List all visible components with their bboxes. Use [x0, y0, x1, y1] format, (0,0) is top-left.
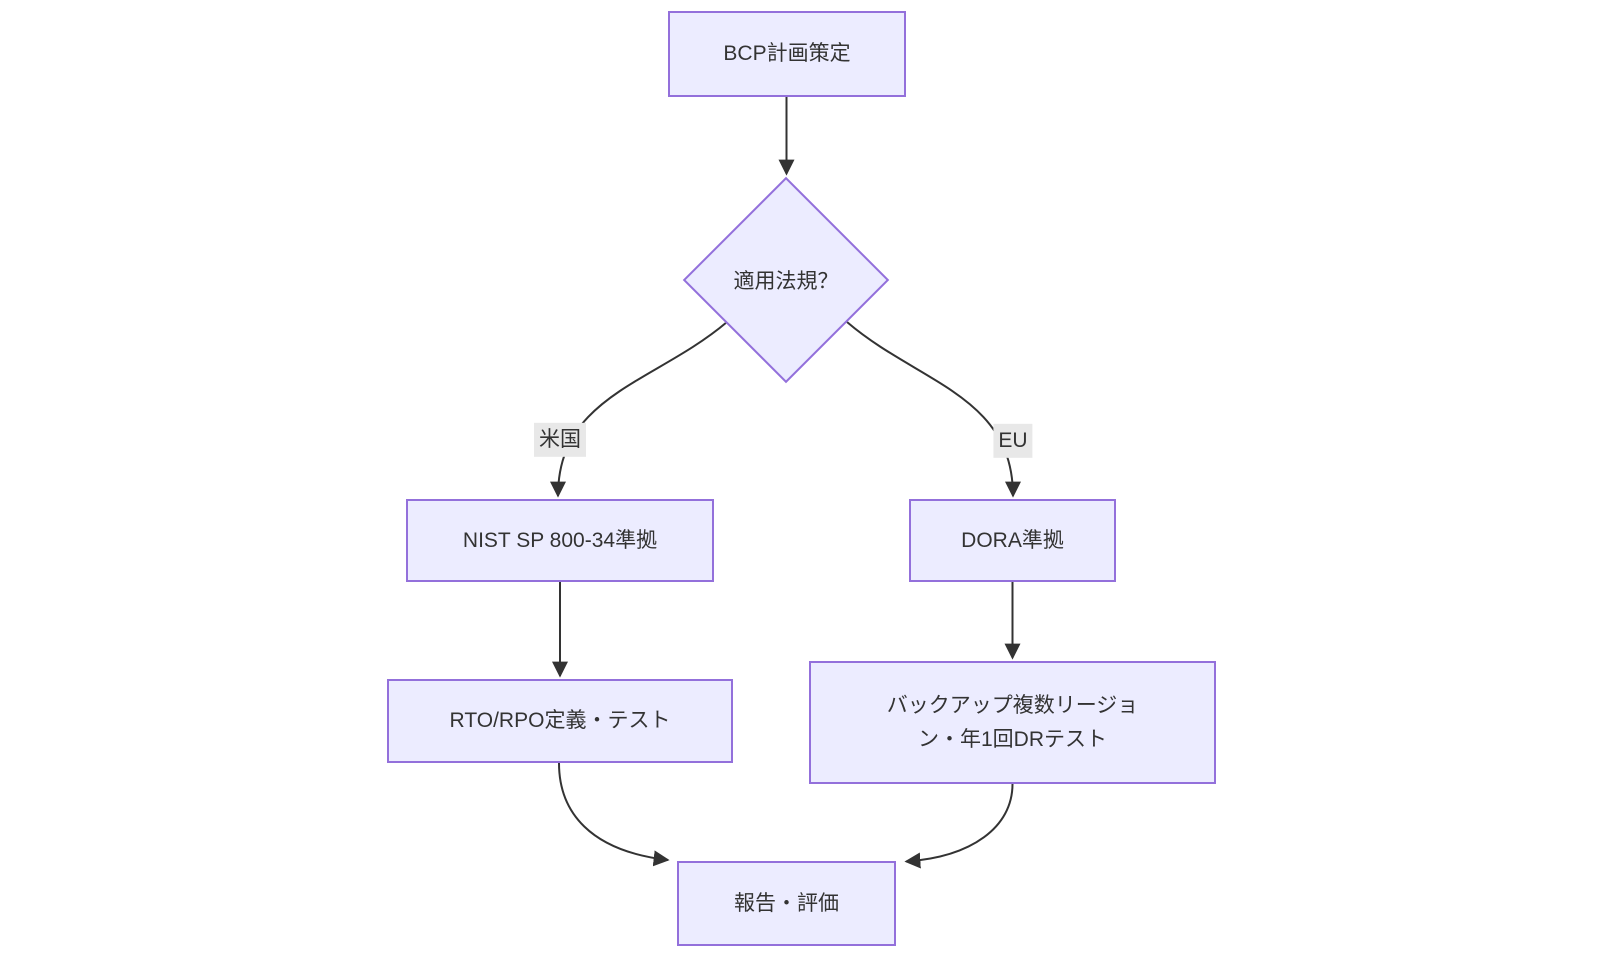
node-report-evaluation-label: 報告・評価	[734, 891, 839, 915]
edge-label-eu: EU	[993, 423, 1033, 459]
edge-decision-to-dora	[846, 321, 1021, 498]
edge-label-us: 米国	[534, 422, 586, 458]
node-bcp-plan-label: BCP計画策定	[723, 42, 851, 66]
node-rto-rpo-definition-test-label: RTO/RPO定義・テスト	[449, 709, 671, 733]
node-backup-multi-region-dr-test: バックアップ複数リージョン・年1回DRテスト	[809, 661, 1216, 784]
edge-rto-to-report	[558, 762, 670, 867]
node-dora-compliance-label: DORA準拠	[961, 528, 1064, 552]
node-nist-compliance: NIST SP 800-34準拠	[406, 499, 714, 582]
edge-backup-to-report	[904, 783, 1014, 869]
node-dora-compliance: DORA準拠	[909, 499, 1116, 582]
node-backup-multi-region-dr-test-label: バックアップ複数リージョン・年1回DRテスト	[886, 693, 1139, 751]
node-rto-rpo-definition-test: RTO/RPO定義・テスト	[387, 679, 733, 763]
node-decision-applicable-law: 適用法規？	[686, 258, 886, 302]
edge-decision-to-nist	[550, 321, 728, 498]
node-bcp-plan: BCP計画策定	[668, 11, 906, 97]
node-report-evaluation: 報告・評価	[677, 861, 896, 946]
node-decision-applicable-law-label: 適用法規？	[733, 270, 839, 293]
node-nist-compliance-label: NIST SP 800-34準拠	[462, 528, 658, 552]
